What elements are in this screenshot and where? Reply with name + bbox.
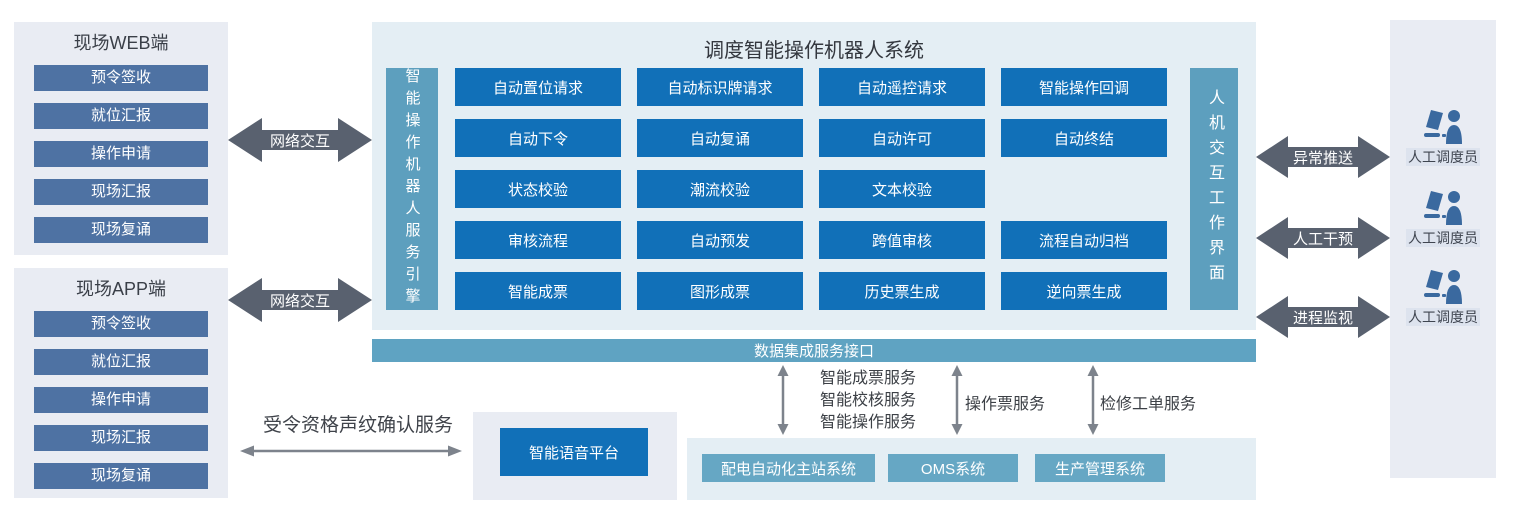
- voiceprint-service-arrow: [240, 444, 462, 458]
- process-monitor-arrow: 进程监视: [1256, 291, 1390, 343]
- grid-smart-ticket: 智能成票: [455, 272, 621, 310]
- field-app-panel: 现场APP端 预令签收 就位汇报 操作申请 现场汇报 现场复诵: [14, 268, 228, 498]
- double-arrow-icon: [1256, 296, 1390, 338]
- app-item-operation-apply: 操作申请: [34, 387, 208, 413]
- oms-system-box: OMS系统: [888, 454, 1018, 482]
- data-integration-bar: 数据集成服务接口: [372, 339, 1256, 362]
- operator-workstation-icon: [1424, 270, 1462, 304]
- robot-system-panel: 调度智能操作机器人系统 智能操作机器人服务引擎 人机交互工作界面 自动置位请求 …: [372, 22, 1256, 330]
- operation-ticket-arrow: [950, 365, 964, 435]
- robot-system-title: 调度智能操作机器人系统: [704, 40, 924, 62]
- operator-workstation-icon: [1424, 110, 1462, 144]
- abnormal-push-label: 异常推送: [1292, 149, 1353, 167]
- web-item-site-repeat: 现场复诵: [34, 217, 208, 243]
- field-web-items: 预令签收 就位汇报 操作申请 现场汇报 现场复诵: [34, 65, 208, 243]
- grid-review-process: 审核流程: [455, 221, 621, 259]
- grid-empty-cell: [1001, 170, 1167, 208]
- smart-services-label: 智能成票服务 智能校核服务 智能操作服务: [820, 368, 916, 434]
- vertical-double-arrow-icon: [1087, 365, 1099, 435]
- grid-auto-archive: 流程自动归档: [1001, 221, 1167, 259]
- process-monitor-label: 进程监视: [1292, 309, 1353, 327]
- distribution-automation-system-box: 配电自动化主站系统: [702, 454, 875, 482]
- vertical-double-arrow-icon: [951, 365, 963, 435]
- grid-auto-set-request: 自动置位请求: [455, 68, 621, 106]
- field-web-panel: 现场WEB端 预令签收 就位汇报 操作申请 现场汇报 现场复诵: [14, 22, 228, 255]
- grid-reverse-ticket: 逆向票生成: [1001, 272, 1167, 310]
- vertical-double-arrow-icon: [777, 365, 789, 435]
- grid-cross-shift-review: 跨值审核: [819, 221, 985, 259]
- grid-smart-operation-callback: 智能操作回调: [1001, 68, 1167, 106]
- web-item-operation-apply: 操作申请: [34, 141, 208, 167]
- web-item-pre-order-sign: 预令签收: [34, 65, 208, 91]
- abnormal-push-arrow: 异常推送: [1256, 131, 1390, 183]
- web-item-site-report: 现场汇报: [34, 179, 208, 205]
- grid-graphic-ticket: 图形成票: [637, 272, 803, 310]
- operation-ticket-service-label: 操作票服务: [965, 396, 1046, 413]
- dispatcher-group: 人工调度员: [1390, 189, 1496, 247]
- voice-platform-box: 智能语音平台: [500, 428, 648, 476]
- smart-operation-service-label: 智能操作服务: [820, 414, 917, 431]
- dispatcher-label: 人工调度员: [1406, 148, 1480, 166]
- grid-auto-preissue: 自动预发: [637, 221, 803, 259]
- thin-double-arrow-icon: [240, 445, 462, 457]
- grid-auto-command: 自动下令: [455, 119, 621, 157]
- app-item-site-report: 现场汇报: [34, 425, 208, 451]
- hmi-interface-bar: 人机交互工作界面: [1190, 68, 1238, 310]
- dispatcher-group: 人工调度员: [1390, 108, 1496, 166]
- field-web-title: 现场WEB端: [73, 33, 169, 53]
- app-item-site-repeat: 现场复诵: [34, 463, 208, 489]
- smart-check-service-label: 智能校核服务: [820, 392, 917, 409]
- dispatcher-label: 人工调度员: [1406, 229, 1480, 247]
- dispatcher-label: 人工调度员: [1406, 308, 1480, 326]
- manual-intervention-arrow: 人工干预: [1256, 212, 1390, 264]
- field-app-title: 现场APP端: [75, 279, 167, 299]
- app-item-pre-order-sign: 预令签收: [34, 311, 208, 337]
- operator-workstation-icon: [1424, 191, 1462, 225]
- maintenance-order-service-label: 检修工单服务: [1100, 396, 1197, 413]
- network-arrow-web-label: 网络交互: [269, 132, 330, 150]
- grid-history-ticket: 历史票生成: [819, 272, 985, 310]
- field-app-items: 预令签收 就位汇报 操作申请 现场汇报 现场复诵: [34, 311, 208, 489]
- network-arrow-app-label: 网络交互: [269, 292, 330, 310]
- smart-ticket-service-label: 智能成票服务: [820, 370, 917, 387]
- ticket-service-arrow: [776, 365, 790, 435]
- dispatcher-panel: 人工调度员 人工调度员: [1390, 20, 1496, 478]
- service-engine-bar: 智能操作机器人服务引擎: [386, 68, 438, 310]
- manual-intervention-label: 人工干预: [1292, 230, 1353, 248]
- maintenance-order-arrow: [1086, 365, 1100, 435]
- grid-auto-permit: 自动许可: [819, 119, 985, 157]
- web-item-in-position-report: 就位汇报: [34, 103, 208, 129]
- dispatcher-group: 人工调度员: [1390, 268, 1496, 326]
- double-arrow-icon: [228, 118, 372, 162]
- double-arrow-icon: [228, 278, 372, 322]
- voiceprint-service-label: 受令资格声纹确认服务: [262, 415, 453, 436]
- grid-text-check: 文本校验: [819, 170, 985, 208]
- double-arrow-icon: [1256, 136, 1390, 178]
- grid-powerflow-check: 潮流校验: [637, 170, 803, 208]
- grid-auto-repeat: 自动复诵: [637, 119, 803, 157]
- double-arrow-icon: [1256, 217, 1390, 259]
- grid-auto-terminate: 自动终结: [1001, 119, 1167, 157]
- production-management-system-box: 生产管理系统: [1035, 454, 1165, 482]
- app-item-in-position-report: 就位汇报: [34, 349, 208, 375]
- external-systems-panel: 配电自动化主站系统 OMS系统 生产管理系统: [687, 438, 1256, 500]
- network-arrow-web: 网络交互: [228, 114, 372, 166]
- voice-platform-panel: 智能语音平台: [473, 412, 677, 500]
- grid-status-check: 状态校验: [455, 170, 621, 208]
- network-arrow-app: 网络交互: [228, 274, 372, 326]
- grid-auto-remote-request: 自动遥控请求: [819, 68, 985, 106]
- grid-auto-tag-request: 自动标识牌请求: [637, 68, 803, 106]
